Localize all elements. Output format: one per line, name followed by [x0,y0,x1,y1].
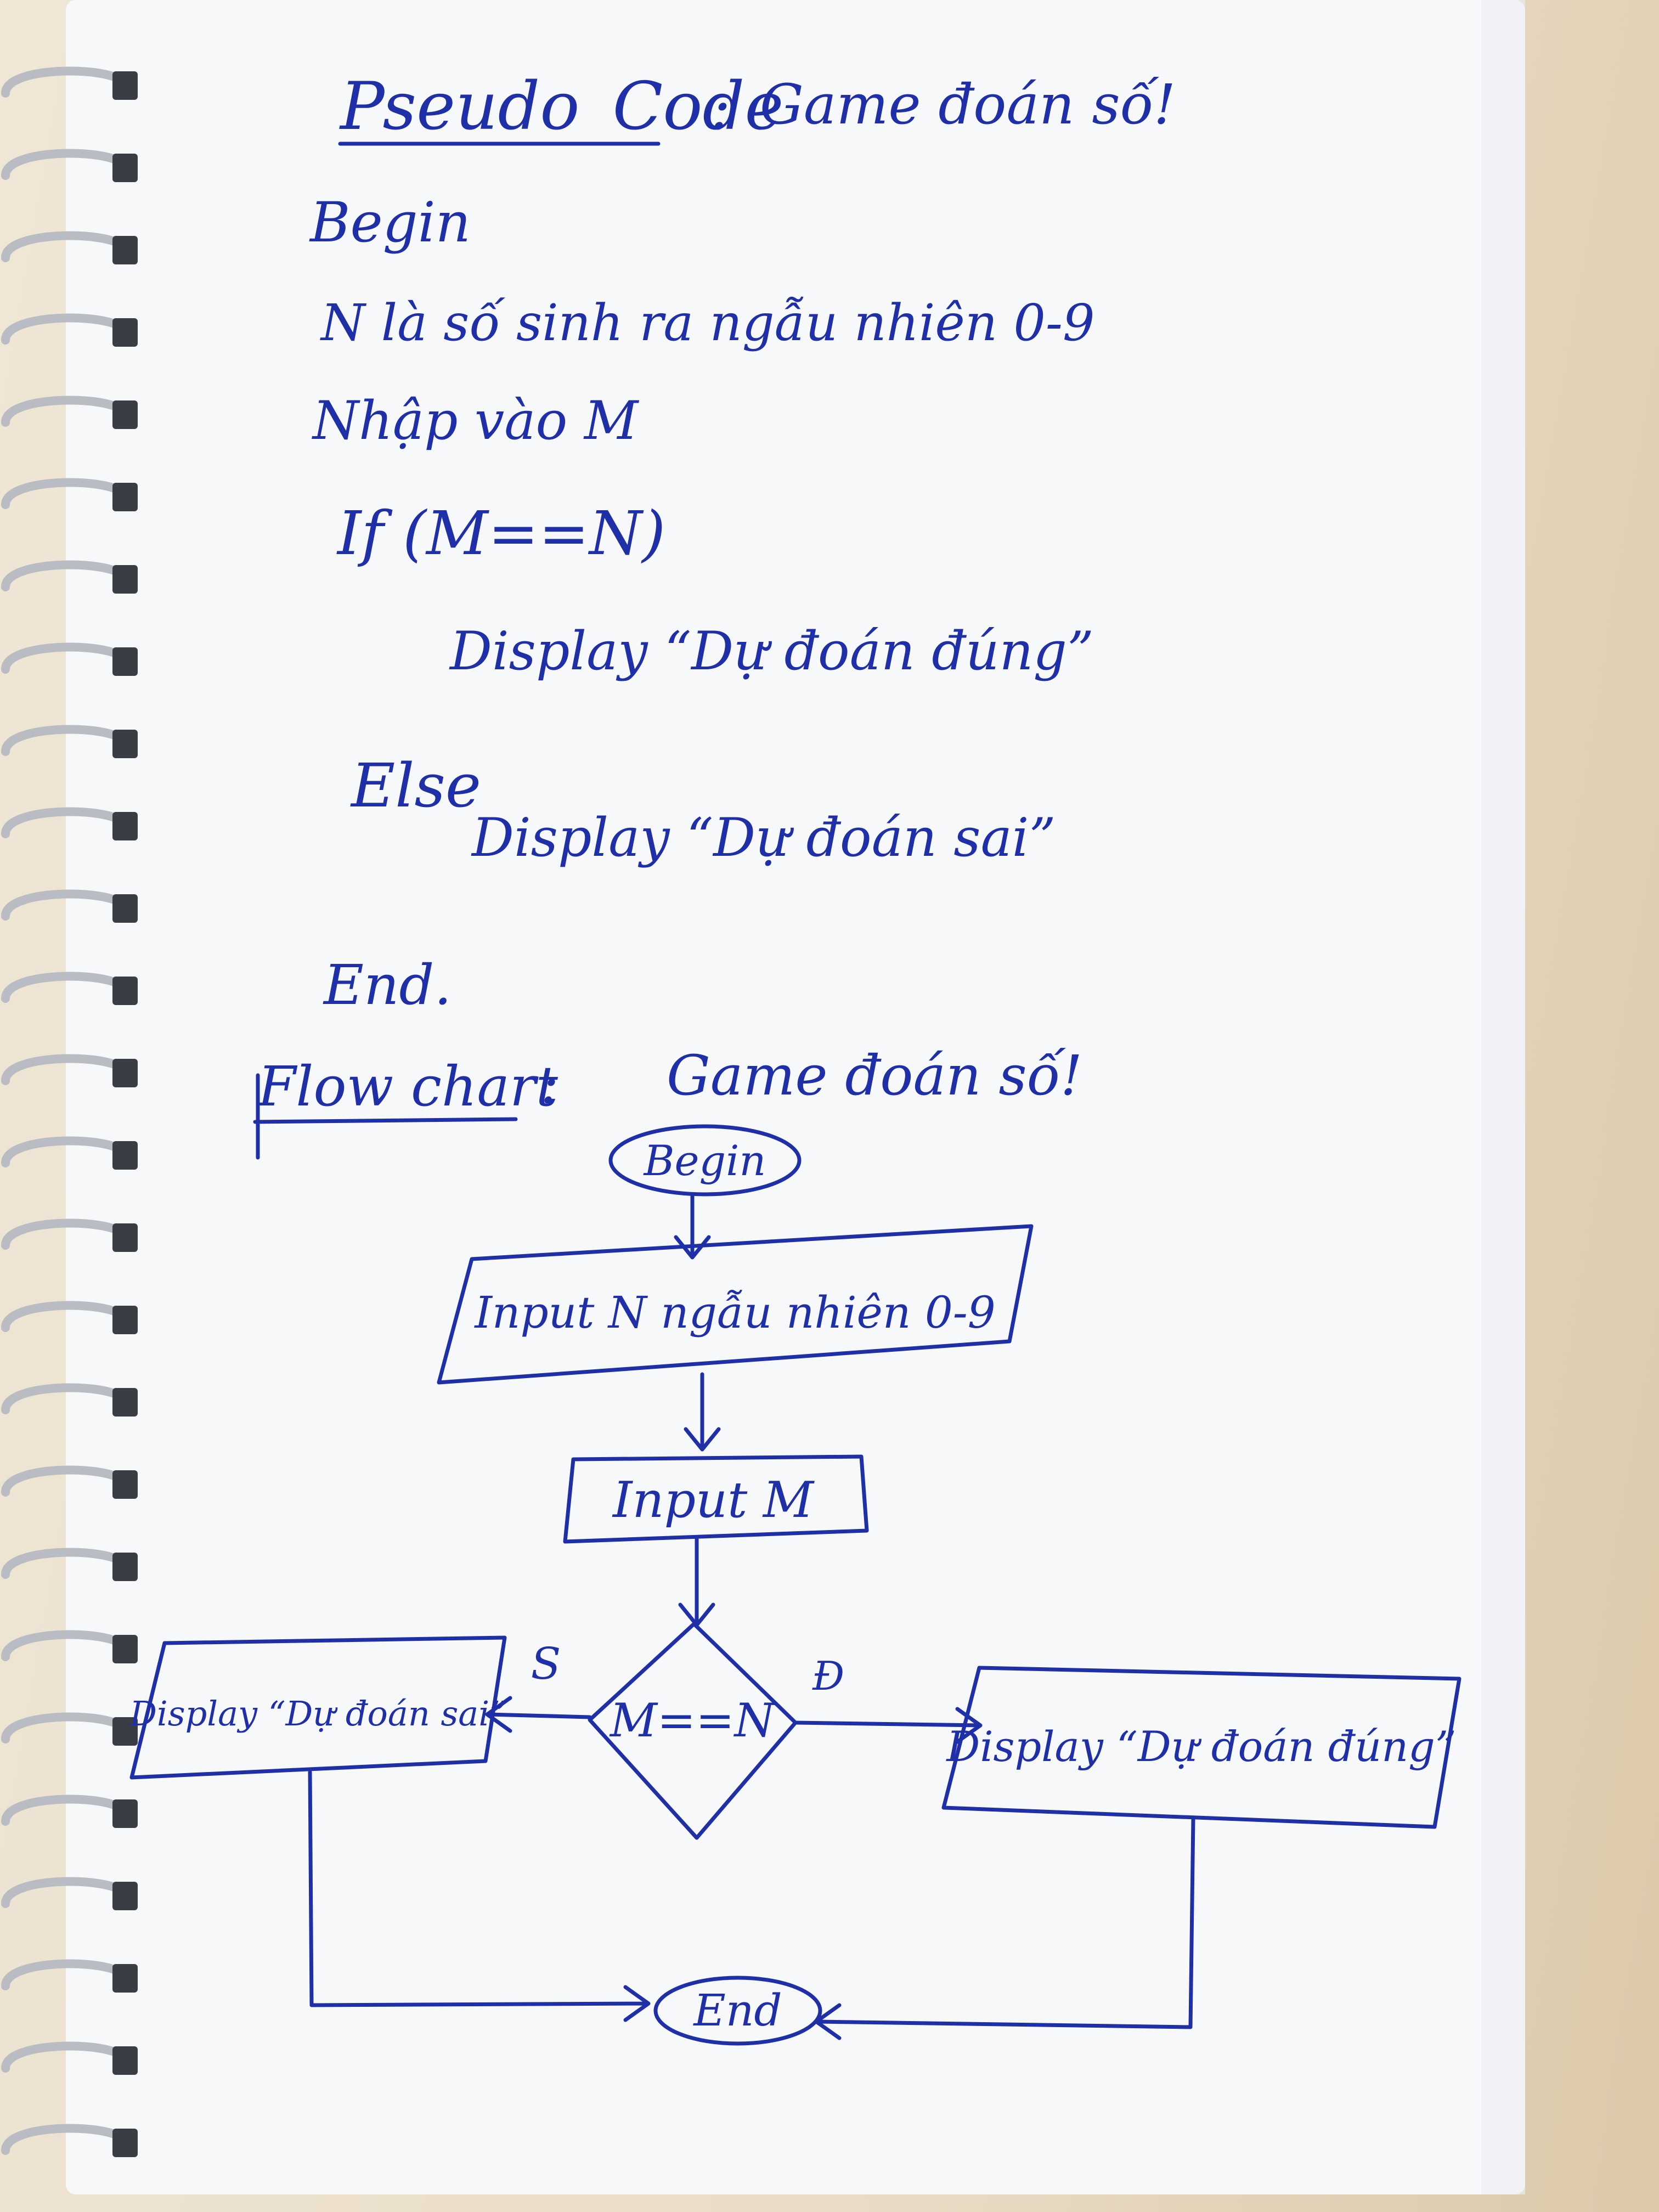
flowchart-heading-underline [253,1073,518,1160]
arrow-decision-to-wrong [485,1696,592,1733]
binding-hole [112,1388,138,1417]
binding-hole [112,236,138,264]
binding-hole [112,154,138,182]
pseudocode-line-display-right: Display “Dự đoán đúng” [449,620,1094,682]
flow-display-wrong-node: Display “Dự đoán sai” [129,1635,507,1780]
binding-hole [112,812,138,840]
pseudocode-section: Pseudo_Code : Game đoán số! Begin N là s… [309,69,1176,1017]
binding-hole [112,565,138,594]
binding-hole [112,1717,138,1746]
flowchart-colon: : [540,1052,559,1116]
binding-hole [112,894,138,923]
flow-display-right-label: Display “Dự đoán đúng” [945,1722,1456,1771]
flow-display-right-node: Display “Dự đoán đúng” [941,1666,1462,1829]
flow-decision-label: M==N [609,1694,776,1747]
arrow-inputN-to-inputM [684,1372,721,1452]
pseudocode-colon: : [710,73,731,143]
flow-end-label: End [692,1985,782,2036]
flow-begin-label: Begin [643,1136,766,1185]
flowchart-heading: Flow chart [257,1054,558,1119]
binding-hole [112,1470,138,1499]
binding-hole [112,400,138,429]
flow-decision-node: M==N [588,1622,798,1840]
binding-hole [112,647,138,676]
pseudocode-heading: Pseudo_Code [339,69,783,145]
flow-false-label: S [531,1638,561,1689]
binding-hole [112,1799,138,1828]
pseudocode-line-random: N là số sinh ra ngẫu nhiên 0-9 [320,294,1095,352]
arrow-wrong-to-end [308,1770,651,2022]
binding-hole [112,2046,138,2075]
binding-hole [112,1059,138,1087]
binding-hole [112,2129,138,2157]
pseudocode-line-display-wrong: Display “Dự đoán sai” [471,807,1056,868]
flow-input-n-label: Input N ngẫu nhiên 0-9 [473,1287,995,1338]
binding-hole [112,318,138,347]
arrow-decision-to-right [793,1707,983,1744]
flow-true-label: Đ [812,1653,844,1699]
binding-hole [112,1964,138,1993]
binding-hole [112,977,138,1005]
binding-hole [112,1882,138,1910]
flow-input-m-label: Input M [612,1471,815,1529]
flow-end-terminal: End [653,1976,822,2046]
flow-input-n-node: Input N ngẫu nhiên 0-9 [437,1224,1034,1385]
flow-input-m-node: Input M [563,1454,869,1544]
binding-hole [112,483,138,511]
binding-hole [112,1635,138,1663]
flow-begin-terminal: Begin [608,1124,802,1197]
pseudocode-subtitle: Game đoán số! [760,72,1176,137]
pseudocode-line-input: Nhập vào M [312,390,640,452]
pseudocode-line-begin: Begin [309,190,471,255]
pseudocode-line-end: End. [323,953,452,1017]
pseudocode-line-else: Else [350,751,481,821]
binding-hole [112,730,138,758]
notebook-page [66,0,1525,2194]
binding-hole [112,71,138,100]
flowchart-subtitle: Game đoán số! [667,1043,1082,1108]
flowchart-section: Flow chart : Game đoán số! Begin Input N… [129,1043,1462,2046]
pseudocode-line-if: If (M==N) [336,498,665,568]
flow-display-wrong-label: Display “Dự đoán sai” [129,1694,507,1734]
binding-hole [112,1141,138,1170]
binding-hole [112,1223,138,1252]
binding-hole [112,1306,138,1334]
spiral-binding [1,66,138,2157]
binding-hole [112,1553,138,1581]
